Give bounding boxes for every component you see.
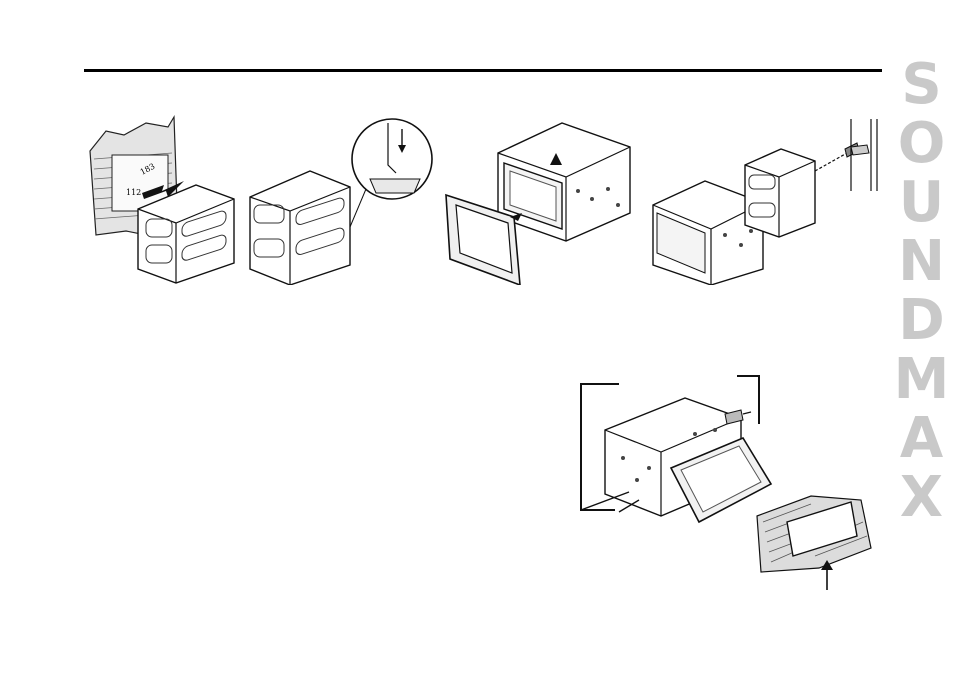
header-rule [84, 69, 882, 72]
illustration-cage-dashboard: 183 112 [86, 113, 238, 285]
dimension-height-label: 112 [126, 188, 141, 197]
figure-trim-frame [438, 113, 642, 285]
illustration-removal [575, 372, 875, 596]
illustration-secure-screw [645, 113, 881, 285]
brand-logo-text: SOUNDMAX [893, 52, 949, 524]
figure-cage-into-dashboard: 183 112 [86, 113, 238, 285]
illustration-trim-frame [438, 113, 642, 285]
figure-bend-tabs [244, 113, 442, 285]
figure-removal-keys [575, 372, 875, 596]
brand-sidebar: SOUNDMAX [893, 52, 949, 612]
figure-secure-screw [645, 113, 881, 285]
illustration-bend-tabs [244, 113, 442, 285]
